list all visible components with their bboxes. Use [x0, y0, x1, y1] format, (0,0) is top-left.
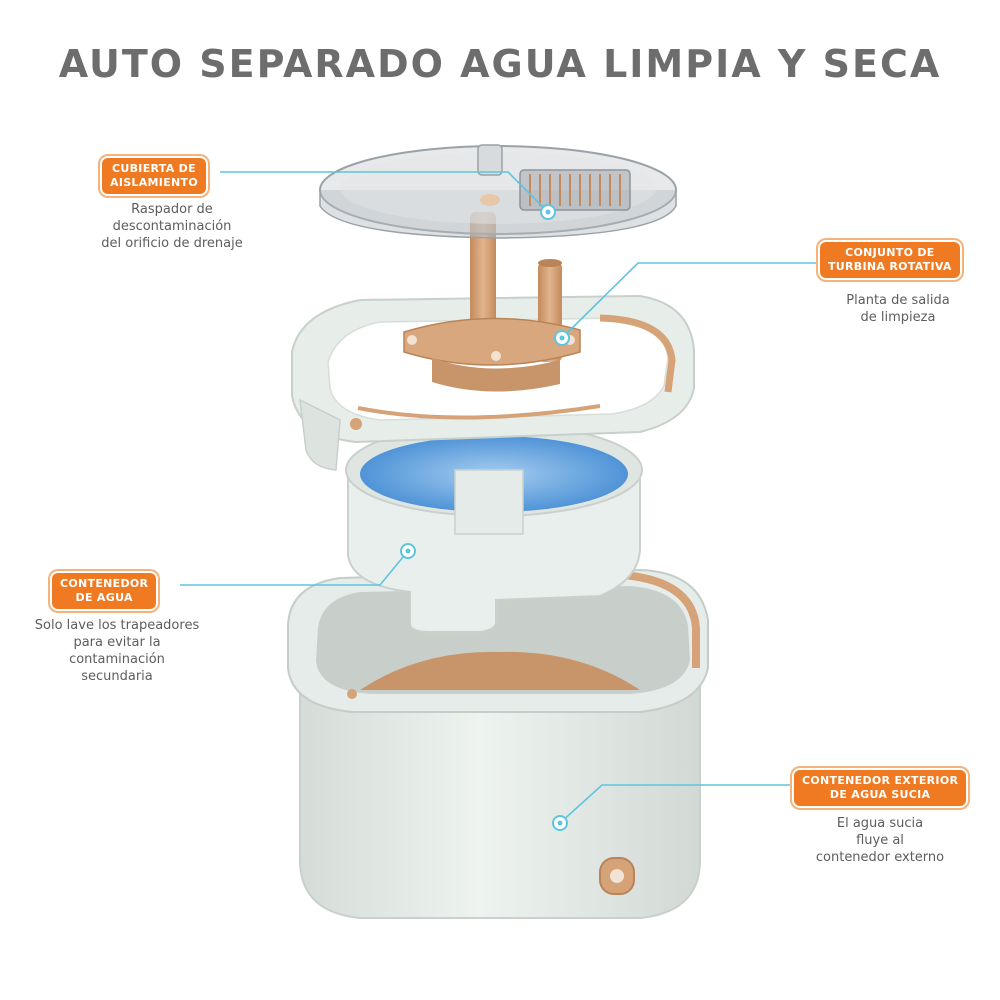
callout-line-outer	[559, 784, 792, 824]
callout-line-turbine	[561, 262, 820, 339]
label-line: CUBIERTA DE	[112, 162, 196, 175]
desc-line: Solo lave los trapeadores	[34, 618, 200, 633]
label-isolation-cover: CUBIERTA DE AISLAMIENTO	[102, 158, 206, 194]
desc-isolation-cover: Raspador de descontaminación del orifici…	[82, 201, 262, 252]
label-water-container: CONTENEDOR DE AGUA	[52, 573, 157, 609]
desc-line: Raspador de	[131, 202, 213, 217]
target-dot-icon	[400, 543, 416, 559]
callout-line-cover	[220, 171, 549, 213]
label-rotating-turbine: CONJUNTO DE TURBINA ROTATIVA	[820, 242, 960, 278]
desc-line: Planta de salida	[846, 293, 950, 308]
label-line: AISLAMIENTO	[110, 176, 198, 189]
clean-water-container	[345, 423, 643, 633]
rotating-turbine-assembly	[403, 212, 581, 392]
label-outer-dirty-water-container: CONTENEDOR EXTERIOR DE AGUA SUCIA	[794, 770, 967, 806]
isolation-cover	[319, 144, 677, 239]
desc-line: descontaminación	[112, 219, 232, 234]
desc-outer-dirty-water-container: El agua sucia fluye al contenedor extern…	[800, 815, 960, 866]
page-title: AUTO SEPARADO AGUA LIMPIA Y SECA	[58, 42, 942, 86]
label-line: CONJUNTO DE	[845, 246, 935, 259]
target-dot-icon	[540, 204, 556, 220]
callout-line-water	[180, 550, 409, 586]
desc-rotating-turbine: Planta de salida de limpieza	[818, 292, 978, 326]
desc-line: contaminación	[69, 652, 165, 667]
desc-line: secundaria	[81, 669, 153, 684]
label-line: DE AGUA SUCIA	[829, 788, 931, 801]
desc-line: contenedor externo	[815, 850, 945, 865]
target-dot-icon	[554, 330, 570, 346]
desc-water-container: Solo lave los trapeadores para evitar la…	[22, 617, 212, 685]
label-line: CONTENEDOR EXTERIOR	[802, 774, 959, 787]
callout-leader-lines	[180, 171, 820, 824]
label-line: DE AGUA	[75, 591, 133, 604]
callout-markers	[400, 204, 570, 831]
desc-line: El agua sucia	[836, 816, 924, 831]
desc-line: fluye al	[856, 833, 904, 848]
label-line: TURBINA ROTATIVA	[828, 260, 952, 273]
desc-line: de limpieza	[860, 310, 936, 325]
outer-dirty-water-container	[287, 568, 709, 919]
desc-line: para evitar la	[73, 635, 161, 650]
desc-line: del orificio de drenaje	[101, 236, 243, 251]
label-line: CONTENEDOR	[60, 577, 149, 590]
target-dot-icon	[552, 815, 568, 831]
